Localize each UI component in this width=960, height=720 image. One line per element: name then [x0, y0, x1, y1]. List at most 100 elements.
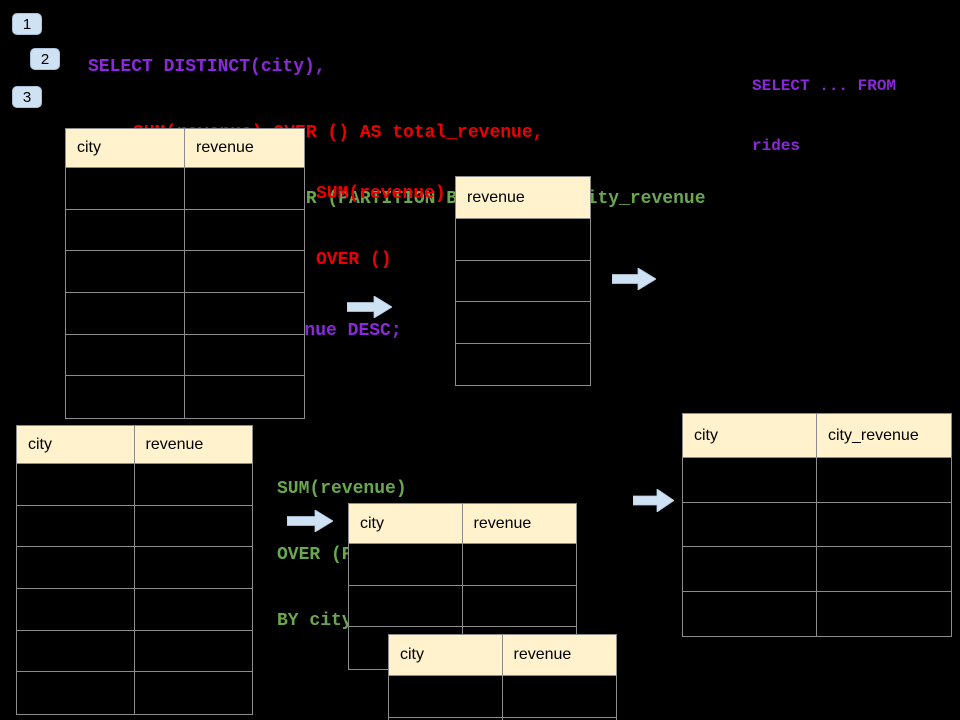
table-row [456, 302, 590, 344]
table-cell [17, 672, 135, 715]
flow-arrow-right-icon [612, 268, 656, 290]
annotation-total-revenue: SUM(revenue) OVER () [316, 139, 446, 315]
table-row [17, 464, 252, 506]
table-cell [462, 544, 576, 586]
table-cell [134, 547, 252, 590]
table-row [17, 547, 252, 590]
table-cell [502, 718, 616, 720]
table-row [66, 334, 304, 377]
table-row [66, 251, 304, 294]
table-cell [185, 376, 304, 419]
table-cell [683, 547, 817, 592]
table-row [683, 458, 951, 503]
table-row [683, 591, 951, 636]
table-cell [683, 458, 817, 503]
column-header: revenue [456, 177, 590, 219]
column-header: city_revenue [817, 414, 951, 458]
column-header: revenue [462, 504, 576, 544]
table-cell [817, 458, 951, 503]
table-cell [502, 676, 616, 718]
column-header: city [389, 635, 503, 676]
column-header: city [349, 504, 463, 544]
step-badge-2: 2 [30, 48, 60, 70]
side-note-line: rides [752, 137, 801, 155]
table-cell [17, 464, 135, 506]
table-row [66, 376, 304, 419]
table-cell [17, 505, 135, 548]
flow-arrow-right-icon [347, 296, 392, 318]
table-cell [683, 502, 817, 547]
step-badge-3: 3 [12, 86, 42, 108]
table-cell [17, 589, 135, 631]
table-cell [185, 334, 304, 377]
table-cell [456, 219, 590, 261]
table-row [66, 209, 304, 252]
step-badge-1: 1 [12, 13, 42, 35]
table-row [66, 168, 304, 210]
table-cell [185, 209, 304, 252]
column-header: revenue [185, 129, 304, 168]
table-cell [349, 544, 463, 586]
table-row [17, 672, 252, 715]
annotation-line: OVER () [316, 250, 392, 270]
table-row [17, 589, 252, 631]
table-row [17, 505, 252, 548]
flow-arrow-right-icon [287, 510, 333, 532]
table-header-row: revenue [456, 177, 590, 219]
annotation-line: SUM(revenue) [277, 479, 407, 499]
table-cell [817, 502, 951, 547]
table-cell [349, 585, 463, 628]
table-cell [389, 676, 503, 718]
table-cell [134, 630, 252, 673]
table-row [456, 260, 590, 302]
table-cell [134, 672, 252, 715]
table-cell [134, 464, 252, 506]
table-cell [17, 630, 135, 673]
annotation-line: SUM(revenue) [316, 184, 446, 204]
table-row [683, 547, 951, 592]
table-row [683, 502, 951, 547]
table-cell [134, 505, 252, 548]
table-row [456, 343, 590, 385]
table-row [17, 630, 252, 673]
table-cell [456, 302, 590, 344]
column-header: city [683, 414, 817, 458]
sql-line-select: SELECT DISTINCT(city), [88, 57, 326, 77]
table-row [66, 293, 304, 335]
table-cell [66, 168, 185, 210]
flow-arrow-right-icon [633, 489, 674, 512]
column-header: city [66, 129, 185, 168]
table-cell [66, 209, 185, 252]
table-row [349, 585, 576, 628]
table-cell [456, 343, 590, 385]
table-cell [17, 547, 135, 590]
table-row [389, 718, 616, 720]
table-cell [817, 547, 951, 592]
table-cell [134, 589, 252, 631]
column-header: revenue [134, 426, 252, 464]
table-cell [185, 168, 304, 210]
table-cell [462, 585, 576, 628]
table-cell [66, 376, 185, 419]
column-header: revenue [502, 635, 616, 676]
table-cell [817, 591, 951, 636]
table-total-revenue: revenue [455, 176, 591, 386]
column-header: city [17, 426, 135, 464]
table-cell [389, 718, 503, 720]
table-cell [456, 260, 590, 302]
table-row [456, 219, 590, 261]
table-cell [683, 591, 817, 636]
side-note-line: SELECT ... FROM [752, 77, 897, 95]
table-row [389, 676, 616, 718]
table-cell [185, 293, 304, 335]
